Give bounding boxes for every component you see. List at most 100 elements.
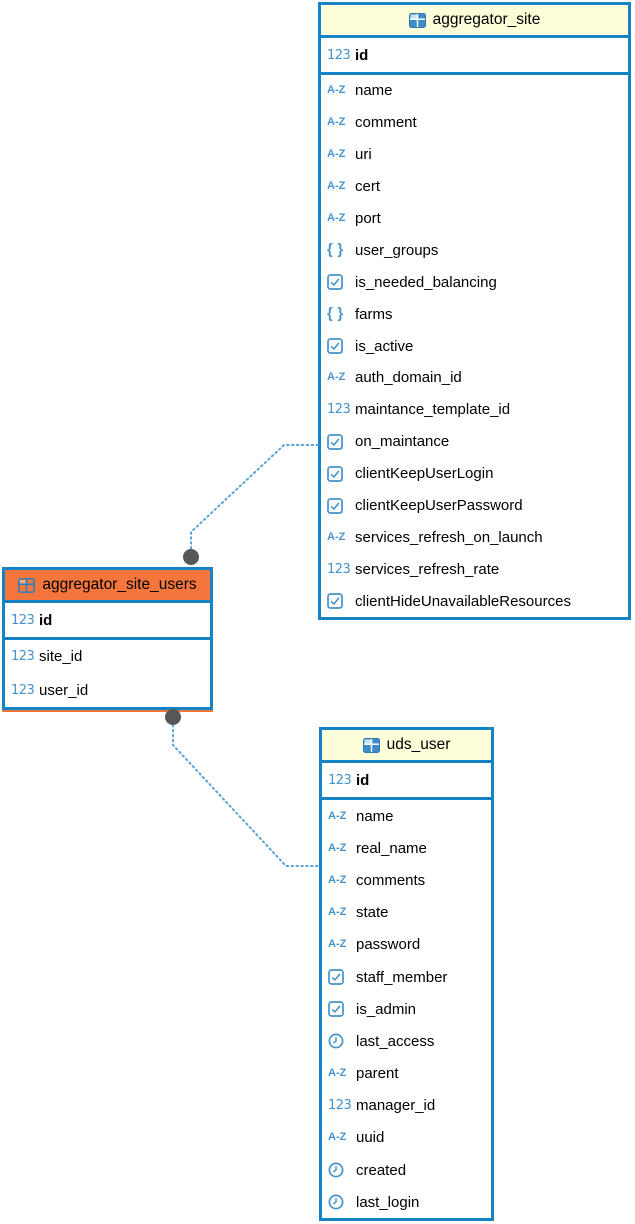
column-row-is_needed_balancing[interactable]: is_needed_balancing (321, 266, 628, 298)
column-row-clientHideUnavailableResources[interactable]: clientHideUnavailableResources (321, 585, 628, 617)
datetime-type-icon (328, 1194, 356, 1210)
column-row-name[interactable]: A-Z name (322, 800, 491, 832)
column-name: password (356, 936, 421, 954)
column-row-farms[interactable]: { }farms (321, 298, 628, 330)
column-name: uuid (356, 1129, 385, 1147)
text-type-icon: A-Z (327, 116, 346, 129)
column-name: services_refresh_on_launch (355, 528, 543, 546)
entity-header-aggregator_site[interactable]: aggregator_site (321, 5, 628, 38)
column-name: comment (355, 114, 417, 132)
boolean-type-icon (327, 433, 355, 450)
entity-title: aggregator_site (432, 11, 541, 28)
column-row-is_active[interactable]: is_active (321, 330, 628, 362)
column-name: user_id (39, 681, 89, 699)
relationship-line-aggregator_site_users-uds_user (172, 724, 319, 867)
column-name: created (356, 1161, 407, 1179)
text-type-icon: A-Z (328, 906, 347, 919)
column-row-uri[interactable]: A-Z uri (321, 139, 628, 171)
column-name: name (356, 807, 394, 825)
column-row-clientKeepUserPassword[interactable]: clientKeepUserPassword (321, 490, 628, 522)
column-name: clientHideUnavailableResources (355, 592, 571, 610)
column-row-staff_member[interactable]: staff_member (322, 961, 491, 993)
numeric-type-icon: 123 (11, 612, 35, 628)
text-type-icon: A-Z (327, 84, 346, 97)
column-name: is_needed_balancing (355, 273, 497, 291)
numeric-type-icon: 123 (328, 1098, 352, 1114)
boolean-type-icon (328, 1001, 356, 1018)
numeric-type-icon: 123 (11, 682, 35, 698)
numeric-type-icon: 123 (11, 649, 35, 665)
column-name: is_active (355, 337, 414, 355)
boolean-type-icon (327, 274, 355, 291)
column-name: real_name (356, 839, 427, 857)
column-name: name (355, 82, 393, 100)
column-name: last_access (356, 1032, 435, 1050)
column-name: site_id (39, 648, 83, 666)
column-name: maintance_template_id (355, 401, 511, 419)
text-type-icon: A-Z (328, 809, 347, 822)
column-row-on_maintance[interactable]: on_maintance (321, 426, 628, 458)
column-row-last_login[interactable]: last_login (322, 1186, 491, 1218)
entity-header-uds_user[interactable]: uds_user (322, 730, 491, 763)
column-name: last_login (356, 1193, 420, 1211)
column-name: services_refresh_rate (355, 560, 500, 578)
relationship-line-aggregator_site-aggregator_site_users (190, 444, 319, 550)
table-icon (408, 12, 426, 28)
column-row-created[interactable]: created (322, 1154, 491, 1186)
boolean-type-icon (327, 593, 355, 610)
boolean-type-icon (327, 497, 355, 514)
column-row-clientKeepUserLogin[interactable]: clientKeepUserLogin (321, 458, 628, 490)
numeric-type-icon: 123 (327, 561, 351, 577)
column-name: port (355, 210, 381, 227)
column-name: id (356, 771, 370, 789)
relationship-endpoint-dot (165, 709, 181, 725)
column-name: manager_id (356, 1097, 436, 1115)
relationship-endpoint-dot (183, 549, 199, 565)
numeric-type-icon: 123 (327, 47, 351, 63)
boolean-type-icon (328, 969, 356, 985)
boolean-type-icon (327, 465, 355, 482)
column-row-is_admin[interactable]: is_admin (322, 993, 491, 1025)
datetime-type-icon (328, 1162, 356, 1178)
column-row-last_access[interactable]: last_access (322, 1025, 491, 1057)
numeric-type-icon: 123 (328, 772, 352, 788)
text-type-icon: A-Z (327, 148, 346, 161)
column-row-user_groups[interactable]: { }user_groups (321, 234, 628, 266)
column-name: user_groups (355, 241, 439, 259)
column-name: farms (355, 305, 393, 323)
column-name: uri (355, 146, 372, 164)
column-name: is_admin (356, 1000, 417, 1018)
column-name: id (355, 46, 369, 64)
column-row-comment[interactable]: A-Z comment (321, 107, 628, 139)
column-name: on_maintance (355, 433, 450, 451)
column-row-name[interactable]: A-Z name (321, 75, 628, 107)
entity-header-aggregator_site_users[interactable]: aggregator_site_users (5, 570, 210, 603)
